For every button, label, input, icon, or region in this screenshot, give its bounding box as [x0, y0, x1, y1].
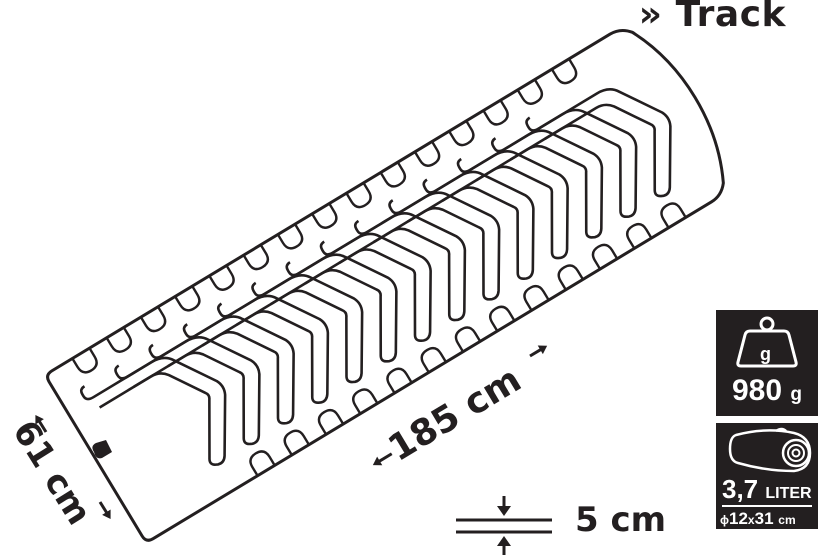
valve-icon — [92, 440, 112, 459]
arrow-down-icon — [98, 501, 111, 519]
rolled-mat-icon — [728, 427, 812, 473]
product-title: » Track — [638, 0, 786, 35]
arrow-up-icon — [35, 415, 48, 433]
thickness-icon — [456, 496, 552, 555]
weight-icon-label: g — [760, 344, 771, 364]
volume-value: 3,7 LITER — [722, 474, 812, 504]
weight-value: 980 g — [731, 374, 802, 407]
thickness-label: 5 cm — [575, 500, 667, 540]
packed-size-badge: 3,7 LITER ϕ12x31 cm — [716, 423, 818, 529]
packed-dimensions: ϕ12x31 cm — [720, 509, 796, 528]
divider — [722, 505, 812, 507]
arrow-right-icon — [529, 345, 548, 358]
weight-icon — [736, 316, 798, 368]
arrow-left-icon — [372, 452, 393, 466]
weight-badge: g 980 g — [716, 310, 818, 416]
sleeping-pad — [46, 28, 725, 542]
pad-outline — [46, 28, 725, 542]
